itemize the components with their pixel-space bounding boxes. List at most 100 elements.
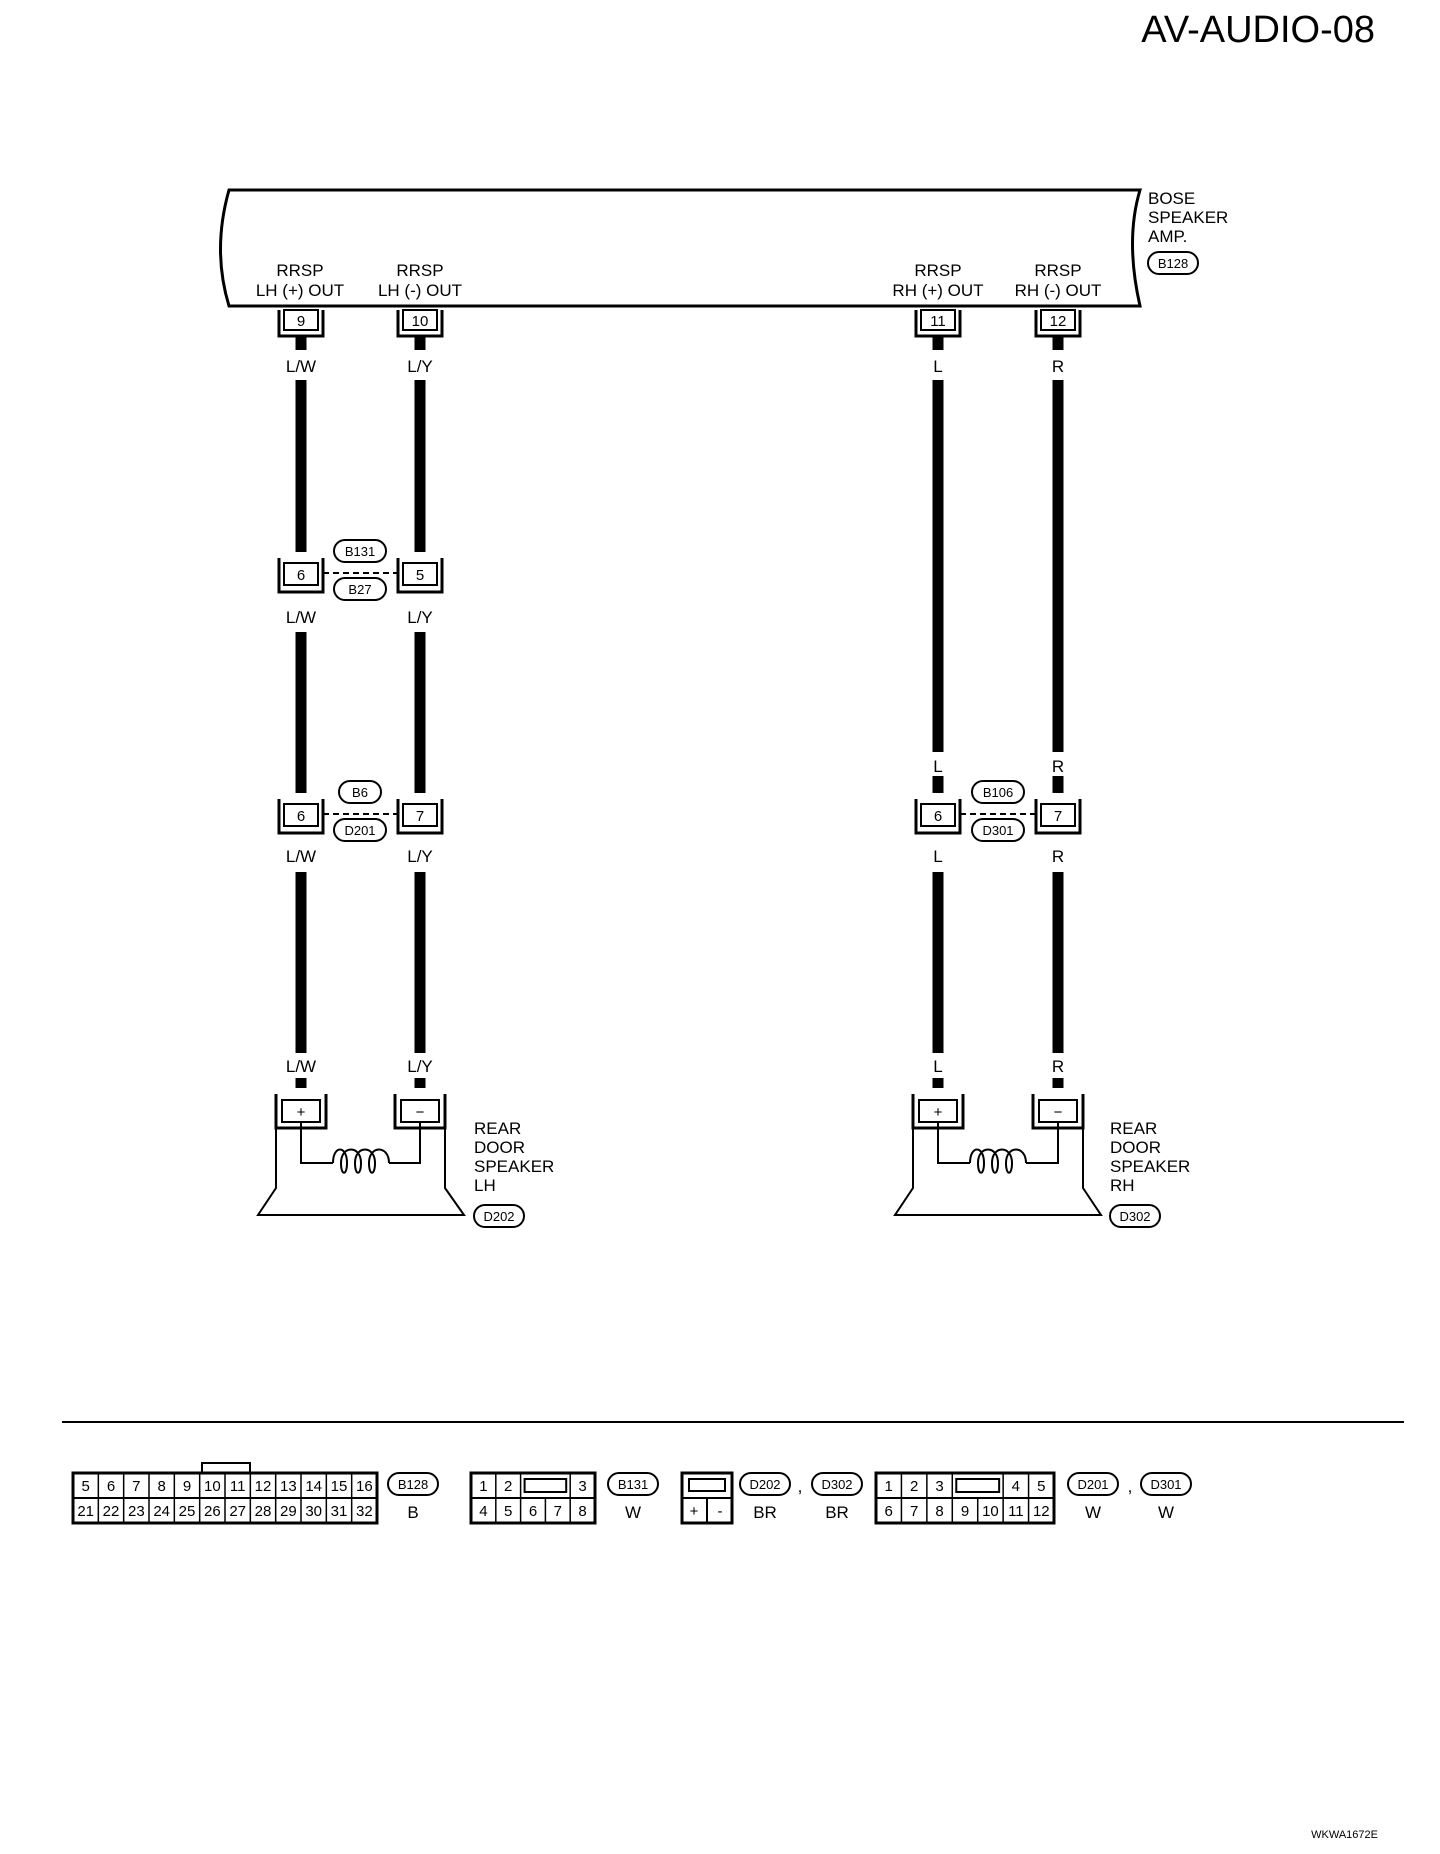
wire-label-bg bbox=[1046, 754, 1070, 776]
connector-pin-number: 11 bbox=[230, 1478, 246, 1495]
connector-pin-number: 29 bbox=[280, 1503, 297, 1520]
connector-pin-number: 1 bbox=[479, 1478, 487, 1495]
wire-label: R bbox=[1052, 847, 1064, 866]
junction-b131-b27: 6 5 B131 B27 L/W L/Y bbox=[277, 539, 444, 629]
amp-label-line-1: BOSE bbox=[1148, 189, 1195, 208]
connector-tag-outline bbox=[333, 577, 387, 601]
connector-pin-number: 26 bbox=[204, 1503, 221, 1520]
connector-tag-outline bbox=[473, 1204, 525, 1228]
speaker-label-line-1: REAR bbox=[474, 1119, 521, 1138]
connector-pin-minus: - bbox=[718, 1503, 723, 1520]
connector-tag-outline bbox=[971, 780, 1025, 804]
connector-pin-number: 9 bbox=[183, 1478, 191, 1495]
figure-code: WKWA1672E bbox=[1311, 1829, 1378, 1841]
speaker-pin-minus: − bbox=[1054, 1104, 1063, 1121]
connector-pin-number: 28 bbox=[255, 1503, 272, 1520]
terminal-pin: 9 bbox=[297, 313, 305, 330]
terminal-12-label-line-1: RRSP bbox=[1034, 261, 1081, 280]
connector-pin-number: 5 bbox=[1037, 1478, 1045, 1495]
amp-terminal-11: 11 bbox=[914, 309, 962, 338]
connector-pin-number: 5 bbox=[504, 1503, 512, 1520]
wire-label-rh-minus-top: R bbox=[1052, 357, 1064, 376]
wire-label-lh-plus-top: L/W bbox=[286, 357, 316, 376]
connector-tag-text: D202 bbox=[749, 1477, 780, 1492]
connector-pin-number: 8 bbox=[935, 1503, 943, 1520]
wire-label: L/Y bbox=[407, 608, 433, 627]
connector-pin-number: 8 bbox=[578, 1503, 586, 1520]
bose-speaker-amp: BOSE SPEAKER AMP. B128 RRSP LH (+) OUT R… bbox=[219, 188, 1228, 308]
connector-tag-outline bbox=[1109, 1204, 1161, 1228]
connector-color: W bbox=[1085, 1503, 1101, 1522]
connector-pin-number: 10 bbox=[982, 1503, 999, 1520]
connector-tag-outline bbox=[1140, 1472, 1192, 1496]
connector-pin-number: 21 bbox=[77, 1503, 94, 1520]
speaker-pin-plus: + bbox=[934, 1104, 943, 1121]
rear-door-speaker-lh: + − REAR DOOR SPEAKER LH D202 bbox=[256, 1094, 554, 1228]
connector-pin-number: 23 bbox=[128, 1503, 145, 1520]
wire-label-bg bbox=[282, 603, 320, 629]
page-title: AV-AUDIO-08 bbox=[1141, 9, 1375, 51]
wire-label: L/W bbox=[286, 847, 316, 866]
wire-label-bg bbox=[282, 352, 320, 378]
connector-pin-number: 2 bbox=[504, 1478, 512, 1495]
connector-pin-number: 4 bbox=[1012, 1478, 1020, 1495]
junction-pin-box bbox=[402, 562, 438, 586]
wire-label-bg bbox=[1046, 842, 1070, 868]
wire-label-bg bbox=[1046, 1054, 1070, 1078]
connector-color: BR bbox=[753, 1503, 777, 1522]
wire-label-bg bbox=[926, 1054, 950, 1078]
terminal-box bbox=[1040, 309, 1076, 331]
junction-pin: 6 bbox=[297, 808, 305, 825]
speaker-coil-icon bbox=[332, 1148, 390, 1174]
connector-tag-text: D302 bbox=[1119, 1209, 1150, 1224]
junction-pin: 7 bbox=[1054, 808, 1062, 825]
junction-pin: 6 bbox=[934, 808, 942, 825]
amp-terminal-9: 9 bbox=[277, 309, 325, 338]
junction-b6-d201: 6 7 B6 D201 L/W L/Y bbox=[277, 780, 444, 868]
speaker-label-line-4: LH bbox=[474, 1176, 496, 1195]
connector-pin-number: 12 bbox=[1033, 1503, 1050, 1520]
junction-pin-box bbox=[1040, 803, 1076, 827]
connector-tag-outline bbox=[811, 1472, 863, 1496]
wire-label: L bbox=[933, 757, 942, 776]
speaker-label-line-3: SPEAKER bbox=[1110, 1157, 1190, 1176]
terminal-12-label-line-2: RH (-) OUT bbox=[1015, 281, 1102, 300]
connector-tag-outline bbox=[333, 539, 387, 563]
connector-tag-outline bbox=[333, 818, 387, 842]
terminal-10-label-line-2: LH (-) OUT bbox=[378, 281, 462, 300]
connector-tag-outline bbox=[739, 1472, 791, 1496]
connector-tag-text: D301 bbox=[982, 823, 1013, 838]
connector-color: B bbox=[407, 1503, 418, 1522]
junction-pin-box bbox=[920, 803, 956, 827]
connector-pin-number: 9 bbox=[961, 1503, 969, 1520]
speaker-body bbox=[893, 1128, 1103, 1216]
connector-tag-text: B128 bbox=[1158, 256, 1188, 271]
connector-pin-number: 24 bbox=[153, 1503, 170, 1520]
connector-tag-outline bbox=[1067, 1472, 1119, 1496]
terminal-pin: 11 bbox=[930, 313, 946, 330]
connector-pin-number: 27 bbox=[229, 1503, 246, 1520]
amp-label-line-2: SPEAKER bbox=[1148, 208, 1228, 227]
connector-pin-number: 7 bbox=[910, 1503, 918, 1520]
connector-pin-plus: + bbox=[690, 1503, 699, 1520]
connector-tag-outline bbox=[971, 818, 1025, 842]
connector-color: BR bbox=[825, 1503, 849, 1522]
connector-pin-number: 30 bbox=[305, 1503, 322, 1520]
junction-bracket-left bbox=[914, 799, 962, 835]
connector-pin-number: 3 bbox=[935, 1478, 943, 1495]
connector-tag-text: D302 bbox=[821, 1477, 852, 1492]
connector-tag-text: D201 bbox=[1077, 1477, 1108, 1492]
connector-tag-text: D202 bbox=[483, 1209, 514, 1224]
connector-pin-number: 7 bbox=[132, 1478, 140, 1495]
connector-pin-number: 5 bbox=[81, 1478, 89, 1495]
wire-label-bg bbox=[1046, 352, 1070, 378]
connector-pin-number: 32 bbox=[356, 1503, 373, 1520]
wire-label-bg bbox=[401, 842, 439, 868]
wire-label-bg bbox=[401, 603, 439, 629]
speaker-pin-minus: − bbox=[416, 1104, 425, 1121]
junction-bracket-left bbox=[277, 558, 325, 594]
wire-label-bg bbox=[926, 842, 950, 868]
